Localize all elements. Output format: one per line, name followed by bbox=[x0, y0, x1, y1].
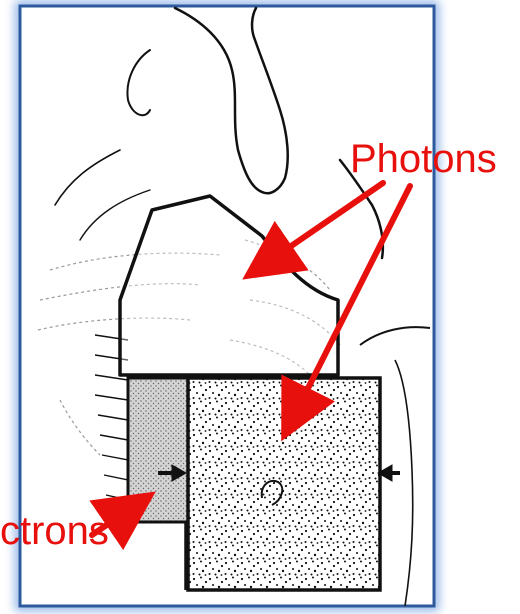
photon-lower-field bbox=[186, 378, 380, 590]
photons-label: Photons bbox=[350, 137, 497, 181]
electron-field bbox=[128, 378, 188, 522]
electrons-label: ctrons bbox=[0, 509, 109, 553]
